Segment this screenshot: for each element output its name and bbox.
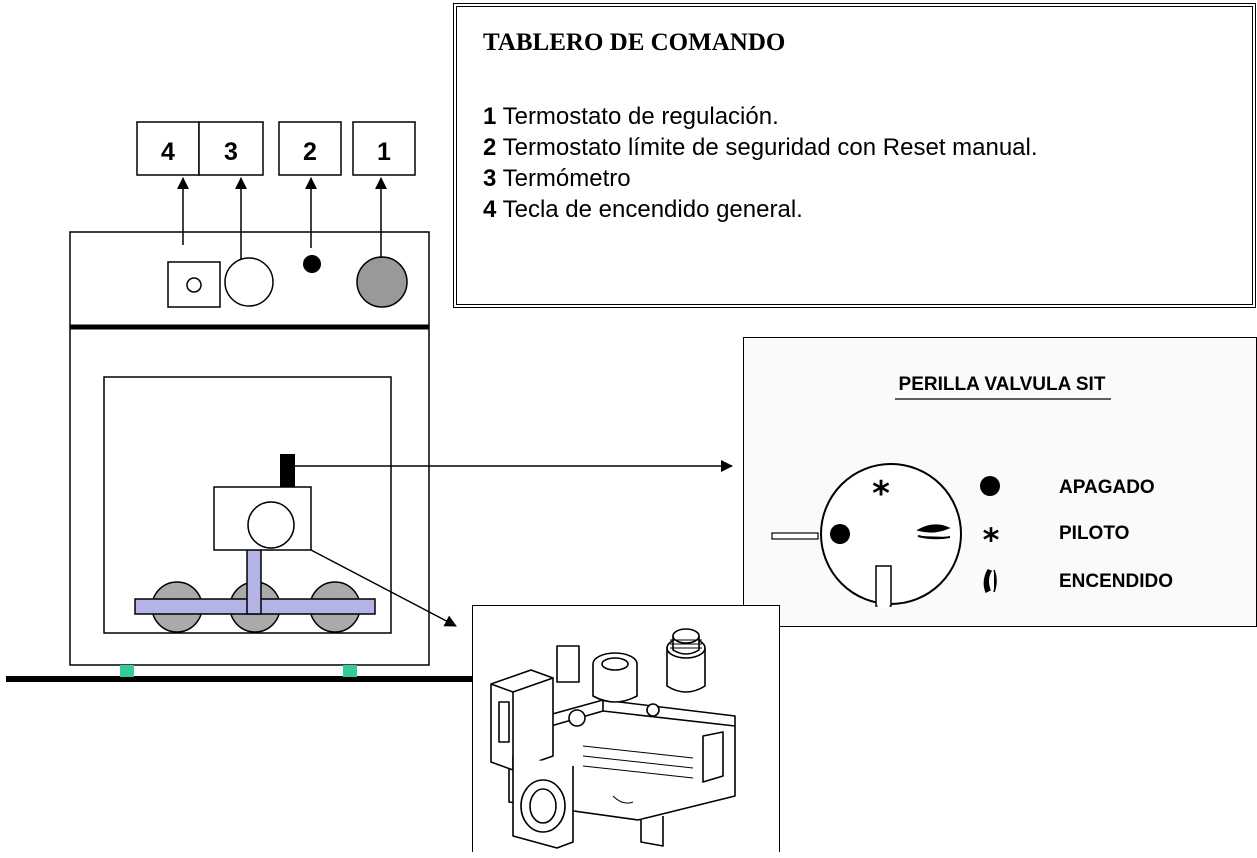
panel-item-number: 1 xyxy=(483,103,497,130)
command-panel-box: TABLERO DE COMANDO 1 Termostato de regul… xyxy=(453,3,1256,308)
sit-dial-star-icon: * xyxy=(872,474,890,514)
panel-item-text: Termómetro xyxy=(496,165,631,192)
callout-label-1: 1 xyxy=(377,138,391,166)
callout-box-2 xyxy=(278,121,342,176)
callout-label-4: 4 xyxy=(161,138,175,166)
legend-label-apagado: APAGADO xyxy=(1059,477,1155,498)
panel-item-number: 2 xyxy=(483,134,497,161)
panel-item-number: 4 xyxy=(483,196,497,223)
legend-flame-icon xyxy=(983,569,997,594)
sit-pointer-marker xyxy=(771,532,819,540)
gas-riser xyxy=(246,547,262,615)
gas-valve-stem xyxy=(280,454,295,487)
power-switch xyxy=(167,261,221,308)
safety-reset-button xyxy=(303,255,321,273)
callout-label-3: 3 xyxy=(224,138,238,166)
boiler-foot-right xyxy=(343,665,357,677)
thermometer-dial xyxy=(224,257,274,307)
callout-box-1 xyxy=(352,121,416,176)
panel-item-text: Termostato límite de seguridad con Reset… xyxy=(496,134,1038,161)
sit-knob-title: PERILLA VALVULA SIT xyxy=(899,374,1106,395)
gas-valve-illustration xyxy=(490,628,736,849)
boiler xyxy=(69,231,430,677)
sit-knob-detail: PERILLA VALVULA SIT * * APAGADO PILOTO E… xyxy=(743,337,1257,627)
sit-dial-notch-cover xyxy=(877,600,890,608)
panel-item-4: 4 Tecla de encendido general. xyxy=(483,194,1038,225)
callout-box-4 xyxy=(136,121,200,176)
panel-item-number: 3 xyxy=(483,165,497,192)
boiler-foot-left xyxy=(120,665,134,677)
thermostat-knob xyxy=(356,256,408,308)
legend-label-piloto: PILOTO xyxy=(1059,523,1129,544)
leader-arrow-to-valve-photo xyxy=(310,549,457,627)
callout-label-2: 2 xyxy=(303,138,317,166)
panel-title: TABLERO DE COMANDO xyxy=(483,29,786,56)
legend-dot-icon xyxy=(980,476,1000,496)
gas-valve-photo xyxy=(472,605,780,852)
panel-item-2: 2 Termostato límite de seguridad con Res… xyxy=(483,132,1038,163)
panel-legend-list: 1 Termostato de regulación. 2 Termostato… xyxy=(483,101,1038,225)
gas-valve-knob xyxy=(247,501,295,549)
sit-dial-flame-icon xyxy=(916,524,951,540)
legend-label-encendido: ENCENDIDO xyxy=(1059,571,1173,592)
panel-item-text: Termostato de regulación. xyxy=(496,103,779,130)
panel-item-text: Tecla de encendido general. xyxy=(496,196,803,223)
sit-dial-dot-icon xyxy=(830,524,850,544)
callout-box-3 xyxy=(198,121,264,176)
panel-item-1: 1 Termostato de regulación. xyxy=(483,101,1038,132)
legend-star-icon: * xyxy=(983,521,1000,559)
panel-item-3: 3 Termómetro xyxy=(483,163,1038,194)
sit-knob-figure: PERILLA VALVULA SIT * * APAGADO PILOTO E… xyxy=(771,374,1173,608)
